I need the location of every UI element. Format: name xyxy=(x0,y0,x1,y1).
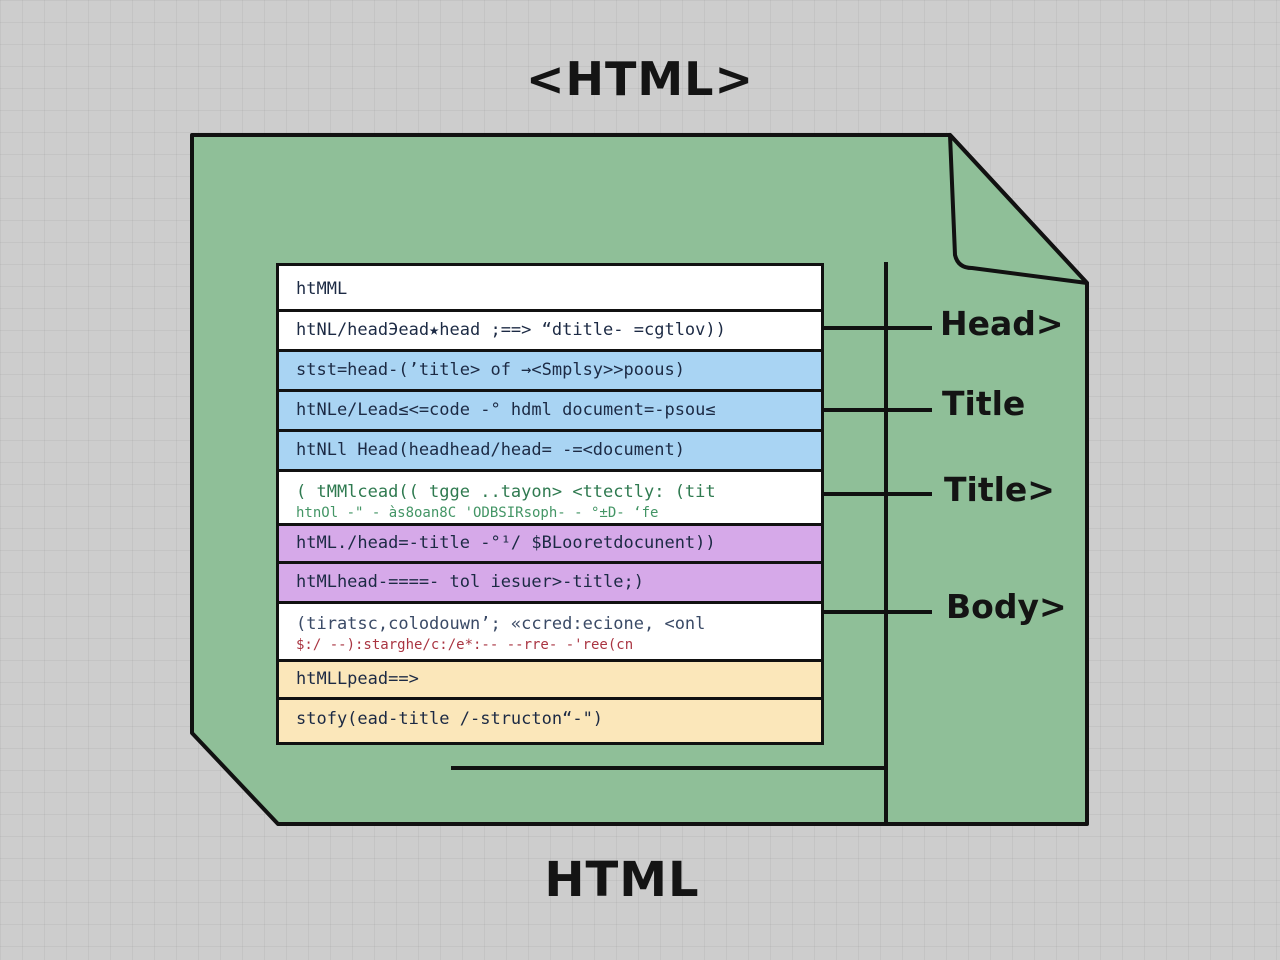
code-row-4: htNLe/Lead≤<=code -° hdml document=-psou… xyxy=(279,392,821,432)
label-body: Body> xyxy=(946,587,1067,626)
code-row-8: htMLhead-====- tol iesuer>-title;) xyxy=(279,564,821,604)
code-row-text: (tiratsc,colodouwn’; «ccred:ecione, <onl xyxy=(296,614,706,634)
code-row-text: stst=head-(’title> of →<Smplsy>>poous) xyxy=(296,360,685,380)
code-row-text: htML./head=-title -°¹/ $BLooretdocunent)… xyxy=(296,533,716,553)
code-row-7: htML./head=-title -°¹/ $BLooretdocunent)… xyxy=(279,526,821,564)
label-title: Title xyxy=(942,384,1026,423)
code-row-5: htNLl Head(headhead/head= -=<document) xyxy=(279,432,821,472)
code-row-text: htMLLpead==> xyxy=(296,669,419,689)
code-panel: htMML htNL/headЭead★head ;==> “dtitle- =… xyxy=(276,263,824,745)
code-row-subtext: $:/ --):starghe/c:/e*:-- --rre- -'ree(cn xyxy=(296,637,634,653)
label-title-close: Title> xyxy=(944,470,1055,509)
code-row-text: htMML xyxy=(296,279,348,299)
code-row-9: (tiratsc,colodouwn’; «ccred:ecione, <onl… xyxy=(279,604,821,662)
code-row-text: htMLhead-====- tol iesuer>-title;) xyxy=(296,572,644,592)
diagram-title-top: <HTML> xyxy=(525,52,755,106)
label-head: Head> xyxy=(940,304,1064,343)
code-row-3: stst=head-(’title> of →<Smplsy>>poous) xyxy=(279,352,821,392)
code-row-text: stofy(ead-title /-structon“-") xyxy=(296,709,604,729)
code-row-text: htNLl Head(headhead/head= -=<document) xyxy=(296,440,685,460)
code-row-6: ( tMMlcead(( tgge ..tayon> <ttectly: (ti… xyxy=(279,472,821,526)
code-row-1: htMML xyxy=(279,266,821,312)
diagram-title-bottom: HTML xyxy=(544,852,700,908)
code-row-text: htNLe/Lead≤<=code -° hdml document=-psou… xyxy=(296,400,716,420)
code-row-11: stofy(ead-title /-structon“-") xyxy=(279,700,821,742)
code-row-text: htNL/headЭead★head ;==> “dtitle- =cgtlov… xyxy=(296,320,726,340)
code-row-10: htMLLpead==> xyxy=(279,662,821,700)
code-row-2: htNL/headЭead★head ;==> “dtitle- =cgtlov… xyxy=(279,312,821,352)
code-row-subtext: htnOl -" - às8oan8C 'ODBSIRsoph- - °±D- … xyxy=(296,505,659,521)
folded-corner xyxy=(948,133,1089,285)
code-row-text: ( tMMlcead(( tgge ..tayon> <ttectly: (ti… xyxy=(296,482,716,502)
